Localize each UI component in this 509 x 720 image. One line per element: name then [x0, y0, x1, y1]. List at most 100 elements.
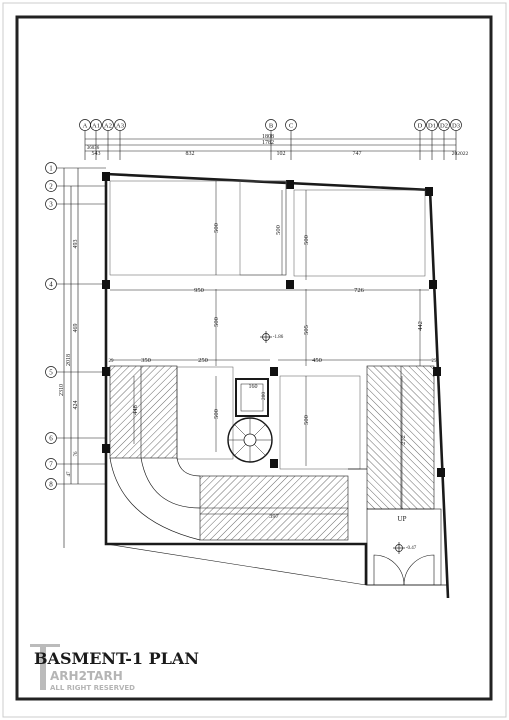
entrance-area — [366, 508, 442, 586]
hatched-ramp-left — [109, 365, 178, 459]
dim-500f: 500 — [303, 415, 310, 425]
parking-bay — [239, 180, 287, 276]
axis-bubble — [438, 119, 450, 131]
axis-label: 8 — [49, 481, 53, 489]
level-ramp-label: -0.47 — [406, 546, 417, 551]
dim-505: 505 — [303, 325, 310, 335]
axis-label: 7 — [49, 461, 53, 469]
column — [429, 280, 437, 289]
axis-bubble — [102, 119, 114, 131]
column — [437, 468, 445, 477]
plan-title: BASMENT-1 PLAN — [34, 649, 199, 668]
dim-272: 272 — [400, 435, 407, 445]
drive-curves — [109, 457, 367, 541]
axis-label: D2 — [440, 123, 448, 130]
dim-top-seg: 202022 — [452, 151, 469, 157]
up-label: UP — [398, 515, 407, 523]
axis-label: A1 — [92, 123, 100, 130]
column — [286, 180, 294, 189]
dim-top-total: 1808 — [262, 134, 274, 140]
axis-bubble — [450, 119, 462, 131]
dim-top-seg: 832 — [186, 151, 195, 157]
column — [286, 280, 294, 289]
axis-label: B — [269, 123, 274, 130]
column — [270, 367, 278, 376]
dim-500b: 500 — [275, 225, 282, 235]
axis-bubble — [45, 432, 57, 444]
axis-bubble — [45, 458, 57, 470]
dim-29a: 29 — [109, 359, 115, 364]
column — [425, 187, 433, 196]
dim-top-seg: 102 — [277, 151, 286, 157]
column — [102, 280, 110, 289]
watermark-brand: ARH2TARH — [50, 669, 123, 683]
dim-left-total2: 2018 — [66, 354, 72, 366]
axis-bubble — [45, 162, 57, 174]
left-axis-labels: 1 2 3 4 5 6 7 8 — [49, 165, 53, 489]
column — [102, 172, 110, 181]
hatched-ramp-right — [366, 365, 435, 510]
logo-mark — [40, 644, 46, 690]
stair-core — [227, 378, 273, 463]
columns — [102, 172, 445, 477]
axis-label: 2 — [49, 183, 53, 191]
dim-top-seg: 747 — [353, 151, 362, 157]
axis-label: A — [83, 123, 88, 130]
dim-29b: 29 — [432, 359, 438, 364]
dim-left-small: 47 — [67, 471, 72, 477]
dim-448: 448 — [132, 405, 139, 415]
left-dimensions: 2310 2018 493 469 424 76 47 — [59, 240, 79, 477]
drawing-frame — [15, 15, 493, 701]
dim-250: 250 — [198, 357, 208, 364]
curve-outer — [109, 457, 201, 541]
dim-200: 200 — [261, 392, 267, 401]
axis-label: 4 — [49, 281, 53, 289]
left-axis-bubbles — [45, 162, 57, 490]
axis-bubble — [265, 119, 277, 131]
dim-950: 950 — [194, 287, 204, 294]
dim-160: 160 — [249, 384, 258, 390]
door-swing-right — [403, 554, 435, 586]
hatched-zones — [109, 365, 435, 541]
axis-bubble — [45, 478, 57, 490]
dim-500a: 500 — [213, 223, 220, 233]
axis-bubble — [45, 198, 57, 210]
curve-mid — [140, 457, 201, 509]
dim-left-total: 2310 — [59, 384, 65, 396]
dim-397: 397 — [269, 513, 280, 520]
parking-bay — [293, 189, 426, 277]
dim-450: 450 — [312, 357, 322, 364]
axis-label: 6 — [49, 435, 53, 443]
dim-top-small: 36036 — [87, 146, 100, 151]
dim-left-seg: 424 — [73, 401, 79, 410]
watermark-rights: ALL RIGHT RESERVED — [50, 684, 135, 692]
parking-bay — [109, 180, 287, 276]
internal-dimensions: 950 726 350 250 450 29 29 500 500 500 50… — [109, 223, 438, 551]
lift-car — [240, 383, 264, 412]
axis-label: C — [289, 123, 293, 130]
dim-top-total2: 1782 — [262, 140, 274, 146]
door-swing-left — [373, 554, 405, 586]
axis-label: A3 — [116, 123, 124, 130]
internal-dim-lines — [110, 181, 433, 515]
dim-726: 726 — [354, 287, 365, 294]
level-main-label: -1.86 — [273, 335, 284, 340]
axis-bubble — [90, 119, 102, 131]
title-block: BASMENT-1 PLAN ARH2TARH ALL RIGHT RESERV… — [30, 644, 199, 692]
axis-bubble — [414, 119, 426, 131]
top-axis-group — [84, 131, 457, 160]
parking-bay — [176, 366, 234, 460]
dim-350: 350 — [141, 357, 151, 364]
axis-label: A2 — [104, 123, 112, 130]
plot-boundary — [105, 543, 367, 586]
axis-bubble — [426, 119, 438, 131]
column — [102, 444, 110, 453]
axis-label: D1 — [428, 123, 436, 130]
left-wall — [104, 174, 368, 585]
axis-label: D — [418, 123, 423, 130]
axis-label: D3 — [452, 123, 460, 130]
axis-label: 3 — [49, 201, 53, 209]
axis-bubble — [45, 366, 57, 378]
